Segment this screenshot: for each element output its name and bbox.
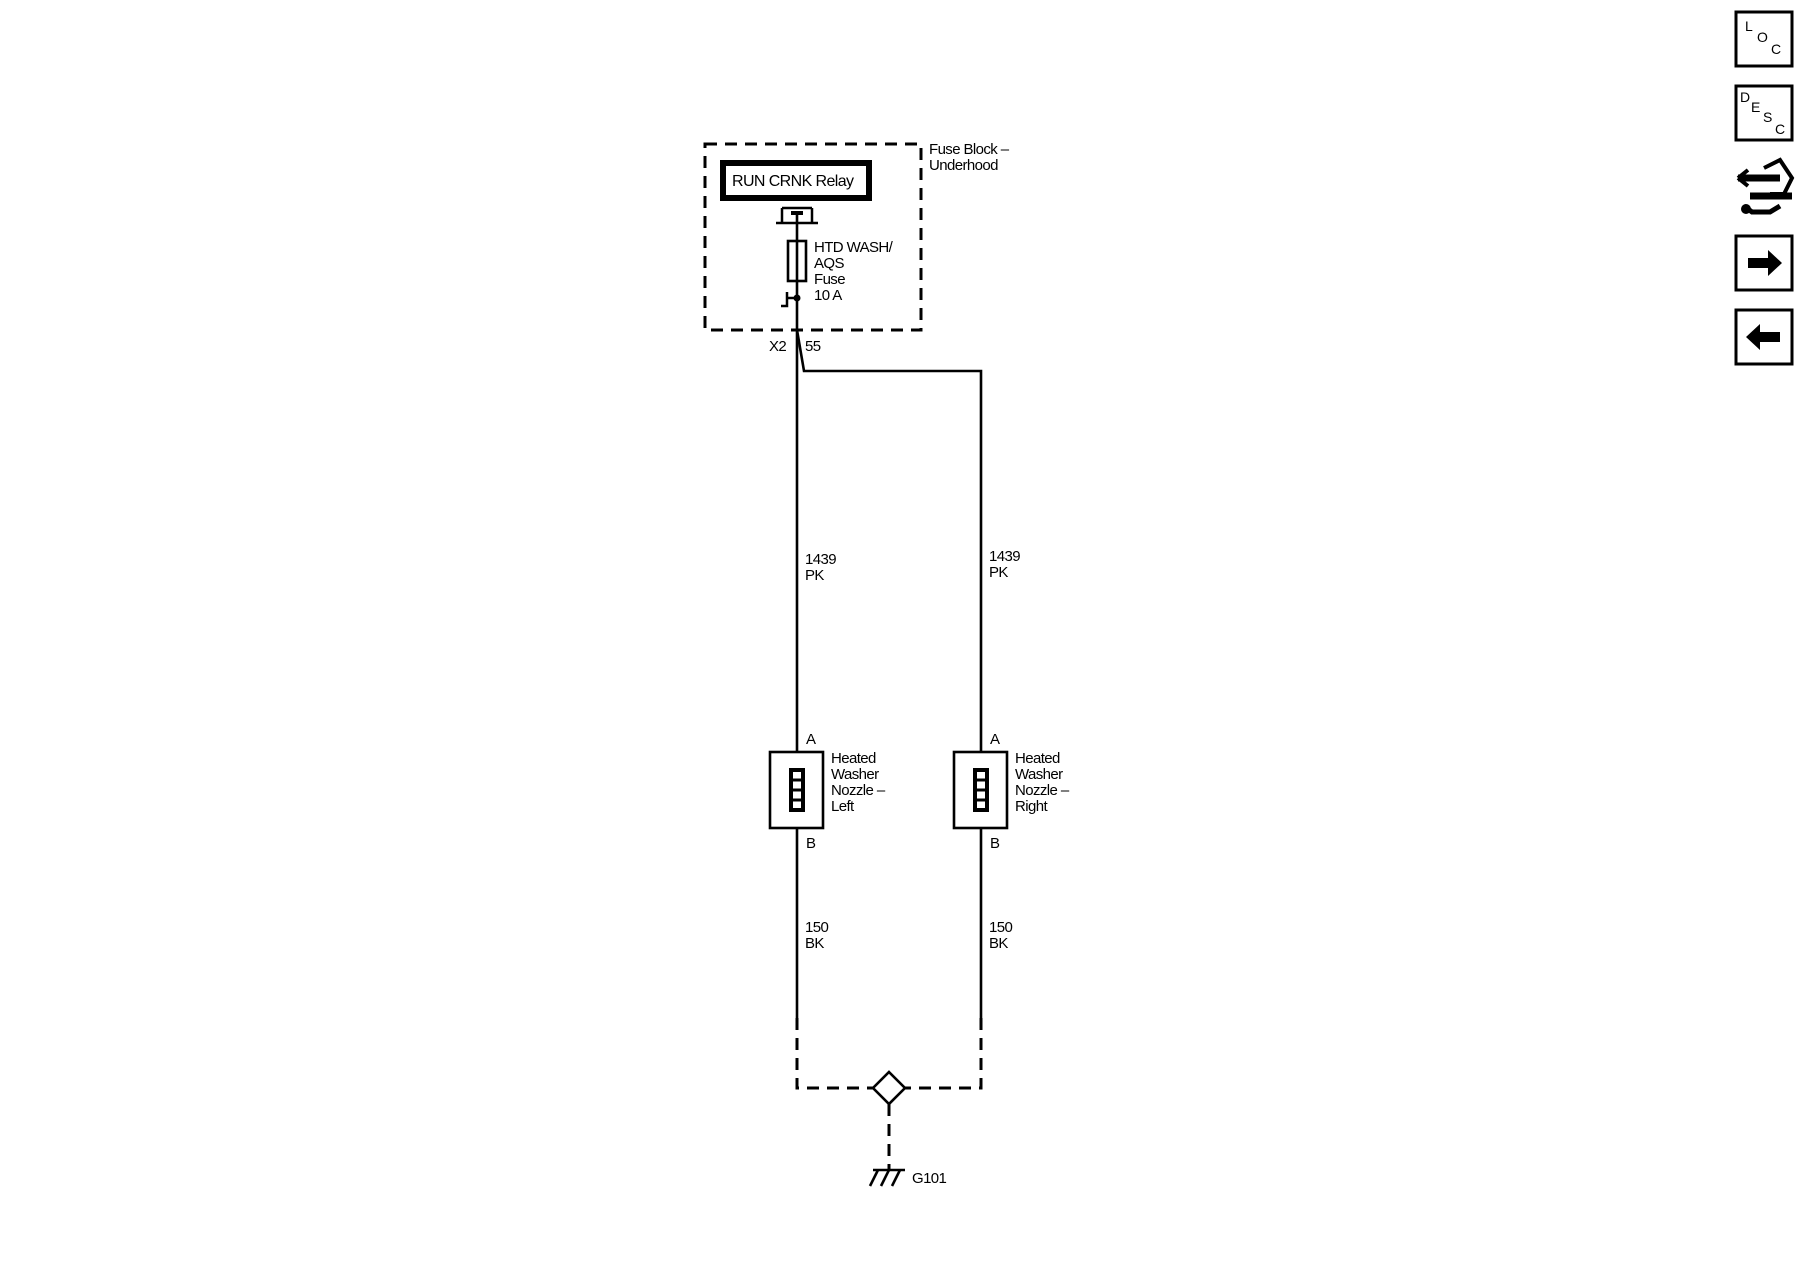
fuse-block-outline <box>703 142 923 332</box>
heated-washer-nozzle-left <box>768 750 825 830</box>
fuse-label-line3: Fuse <box>814 271 845 288</box>
nozzle-right-label-line3: Nozzle – <box>1015 782 1070 799</box>
connector-pin: 55 <box>805 338 821 355</box>
connector-end-view-icon <box>1736 157 1795 215</box>
next-button[interactable] <box>1734 234 1794 292</box>
fuse-label-line4: 10 A <box>814 287 842 304</box>
nozzle-right-label-line2: Washer <box>1015 766 1063 783</box>
nozzle-right-pin-b: B <box>990 835 1000 852</box>
nozzle-right-label-line4: Right <box>1015 798 1048 815</box>
nozzle-right-pin-a: A <box>990 731 1000 748</box>
ground-label: G101 <box>912 1170 947 1187</box>
wire-left-upper-color: PK <box>805 567 824 584</box>
fuse-block-name-line1: Fuse Block – <box>929 141 1010 158</box>
wire-right-upper-color: PK <box>989 564 1008 581</box>
nozzle-left-label-line1: Heated <box>831 750 876 767</box>
connector-id: X2 <box>769 338 786 355</box>
nozzle-left-label-line3: Nozzle – <box>831 782 886 799</box>
fuse-block-name-line2: Underhood <box>929 157 998 174</box>
wire-right-upper-circuit: 1439 <box>989 548 1020 565</box>
loc-letter-1: L <box>1745 18 1753 34</box>
wire-left-lower-circuit: 150 <box>805 919 828 936</box>
desc-button[interactable]: D E S C <box>1734 84 1794 142</box>
loc-letter-3: C <box>1771 41 1781 57</box>
run-crnk-relay: RUN CRNK Relay <box>720 160 872 201</box>
desc-letter-4: C <box>1775 121 1785 137</box>
fuse-label-line1: HTD WASH/ <box>814 239 894 256</box>
ground-dashed-left <box>795 1018 873 1090</box>
nozzle-left-label-line4: Left <box>831 798 855 815</box>
desc-letter-3: S <box>1763 109 1772 125</box>
wire-right-lower-circuit: 150 <box>989 919 1012 936</box>
ground-symbol-icon <box>868 1168 905 1187</box>
ground-splice-diamond <box>871 1070 907 1106</box>
prev-button[interactable] <box>1734 308 1794 366</box>
htd-wash-aqs-fuse <box>781 213 808 308</box>
heated-washer-nozzle-right <box>952 750 1009 830</box>
relay-label: RUN CRNK Relay <box>732 173 854 190</box>
arrow-right-icon <box>1748 250 1782 276</box>
connector-end-view-button[interactable] <box>1736 157 1795 215</box>
nozzle-left-pin-b: B <box>806 835 816 852</box>
wire-right-lower-color: BK <box>989 935 1008 952</box>
fuse-label-line2: AQS <box>814 255 844 272</box>
wire-left-upper-circuit: 1439 <box>805 551 836 568</box>
nozzle-left-label-line2: Washer <box>831 766 879 783</box>
nozzle-left-pin-a: A <box>806 731 816 748</box>
loc-button[interactable]: L O C <box>1734 10 1794 68</box>
nozzle-right-label-line1: Heated <box>1015 750 1060 767</box>
arrow-left-icon <box>1746 324 1780 350</box>
loc-letter-2: O <box>1757 29 1768 45</box>
desc-letter-2: E <box>1751 99 1760 115</box>
wire-left-lower-color: BK <box>805 935 824 952</box>
wire-splice-right <box>795 329 983 752</box>
desc-letter-1: D <box>1740 89 1750 105</box>
ground-dashed-right <box>905 1018 983 1090</box>
